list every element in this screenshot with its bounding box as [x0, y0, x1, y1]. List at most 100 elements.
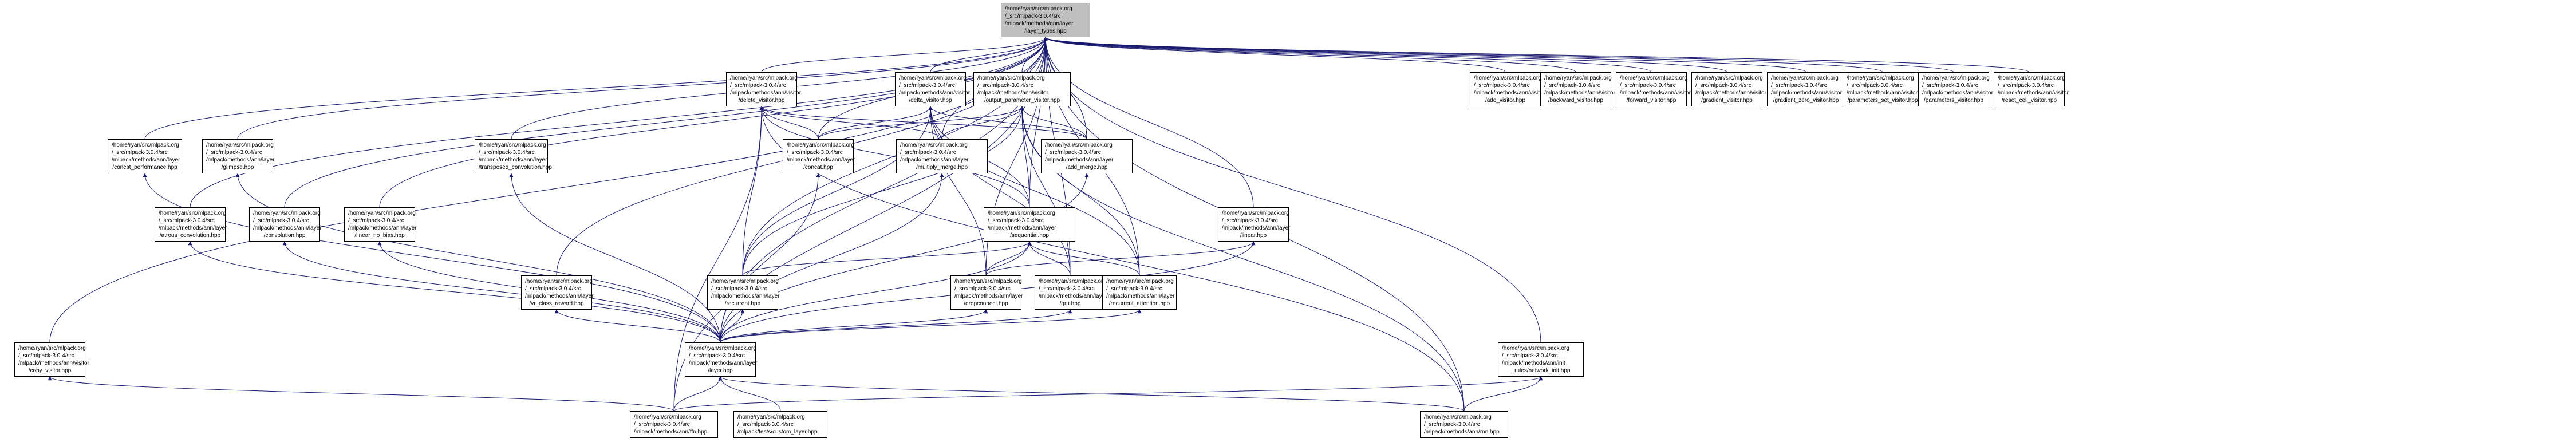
edge-dropconnect-to-delta-visitor — [928, 106, 987, 276]
graph-node-gradient-visitor[interactable]: /home/ryan/src/mlpack.org/_src/mlpack-3.… — [1691, 72, 1766, 106]
edge-concat-performance-to-root — [144, 37, 1048, 140]
edge-recurrent-to-output-parameter-visitor — [742, 106, 1024, 276]
graph-node-gradient-zero-visitor[interactable]: /home/ryan/src/mlpack.org/_src/mlpack-3.… — [1767, 72, 1845, 106]
edge-backward-visitor-to-root — [1043, 37, 1576, 73]
edge-layer-to-multiply-merge — [720, 173, 944, 343]
node-label-line: /home/ryan/src/mlpack.org — [525, 278, 593, 285]
graph-node-add-merge[interactable]: /home/ryan/src/mlpack.org/_src/mlpack-3.… — [1041, 139, 1133, 173]
edge-gradient-visitor-to-root — [1043, 37, 1727, 73]
graph-node-recurrent-attention[interactable]: /home/ryan/src/mlpack.org/_src/mlpack-3.… — [1102, 275, 1177, 310]
node-label-line: /_src/mlpack-3.0.4/src — [1502, 353, 1558, 359]
node-label-line: /copy_visitor.hpp — [28, 368, 72, 374]
node-label-line: /mlpack/methods/ann/visitor — [18, 360, 89, 366]
graph-node-delta-visitor[interactable]: /home/ryan/src/mlpack.org/_src/mlpack-3.… — [895, 72, 970, 106]
graph-node-transposed-convolution[interactable]: /home/ryan/src/mlpack.org/_src/mlpack-3.… — [475, 139, 552, 173]
graph-node-convolution[interactable]: /home/ryan/src/mlpack.org/_src/mlpack-3.… — [249, 207, 322, 242]
node-label-line: /mlpack/methods/ann/layer — [206, 157, 275, 163]
graph-node-output-parameter-visitor[interactable]: /home/ryan/src/mlpack.org/_src/mlpack-3.… — [973, 72, 1071, 106]
graph-node-reset-cell-visitor[interactable]: /home/ryan/src/mlpack.org/_src/mlpack-3.… — [1994, 72, 2069, 106]
graph-node-linear[interactable]: /home/ryan/src/mlpack.org/_src/mlpack-3.… — [1218, 207, 1291, 242]
node-label-line: /_src/mlpack-3.0.4/src — [159, 218, 215, 224]
graph-node-multiply-merge[interactable]: /home/ryan/src/mlpack.org/_src/mlpack-3.… — [896, 139, 988, 173]
node-label-line: /_src/mlpack-3.0.4/src — [899, 82, 955, 89]
edge-layer-to-recurrent — [720, 309, 745, 343]
graph-node-atrous-convolution[interactable]: /home/ryan/src/mlpack.org/_src/mlpack-3.… — [155, 207, 227, 242]
node-label-line: /_src/mlpack-3.0.4/src — [253, 218, 309, 224]
node-label-line: /layer.hpp — [708, 368, 733, 374]
node-label-line: /add_merge.hpp — [1066, 164, 1108, 171]
graph-node-copy-visitor[interactable]: /home/ryan/src/mlpack.org/_src/mlpack-3.… — [14, 342, 89, 377]
graph-node-rnn[interactable]: /home/ryan/src/mlpack.org/_src/mlpack-3.… — [1420, 411, 1508, 438]
node-label-line: /_src/mlpack-3.0.4/src — [206, 149, 262, 156]
node-label-line: /home/ryan/src/mlpack.org — [899, 75, 967, 81]
edge-rnn-to-network-init — [1463, 376, 1543, 412]
graph-node-delete-visitor[interactable]: /home/ryan/src/mlpack.org/_src/mlpack-3.… — [726, 72, 801, 106]
graph-node-sequential[interactable]: /home/ryan/src/mlpack.org/_src/mlpack-3.… — [984, 207, 1075, 242]
graph-node-glimpse[interactable]: /home/ryan/src/mlpack.org/_src/mlpack-3.… — [202, 139, 275, 173]
node-label-line: /sequential.hpp — [1010, 232, 1049, 239]
graph-node-recurrent[interactable]: /home/ryan/src/mlpack.org/_src/mlpack-3.… — [707, 275, 780, 310]
edge-sequential-to-root — [1029, 37, 1048, 208]
node-label-line: /_src/mlpack-3.0.4/src — [348, 218, 404, 224]
node-label-line: /_src/mlpack-3.0.4/src — [1695, 82, 1751, 89]
graph-node-parameters-visitor[interactable]: /home/ryan/src/mlpack.org/_src/mlpack-3.… — [1918, 72, 1993, 106]
graph-node-network-init[interactable]: /home/ryan/src/mlpack.org/_src/mlpack-3.… — [1498, 342, 1584, 377]
node-label-line: /home/ryan/src/mlpack.org — [954, 278, 1022, 285]
edge-add-merge-to-delete-visitor — [759, 106, 1087, 140]
edge-add-visitor-to-root — [1043, 37, 1506, 73]
graph-node-layer[interactable]: /home/ryan/src/mlpack.org/_src/mlpack-3.… — [685, 342, 758, 377]
node-label-line: /home/ryan/src/mlpack.org — [1544, 75, 1612, 81]
node-label-line: /mlpack/methods/ann/visitor — [1620, 90, 1691, 96]
node-label-line: /_src/mlpack-3.0.4/src — [1998, 82, 2054, 89]
graph-node-concat-performance[interactable]: /home/ryan/src/mlpack.org/_src/mlpack-3.… — [108, 139, 182, 173]
node-label-line: /recurrent_attention.hpp — [1108, 301, 1170, 307]
node-label-line: /layer_types.hpp — [1024, 28, 1067, 34]
graph-node-ffn[interactable]: /home/ryan/src/mlpack.org/_src/mlpack-3.… — [630, 411, 718, 438]
node-label-line: /_src/mlpack-3.0.4/src — [689, 353, 745, 359]
node-label-line: /transposed_convolution.hpp — [479, 164, 552, 171]
graph-node-custom-layer[interactable]: /home/ryan/src/mlpack.org/_src/mlpack-3.… — [733, 411, 827, 438]
node-label-line: /_src/mlpack-3.0.4/src — [711, 286, 767, 292]
edge-layer-to-concat-performance — [143, 173, 721, 343]
node-label-line: /home/ryan/src/mlpack.org — [112, 142, 179, 148]
node-label-line: /mlpack/methods/ann/layer — [159, 225, 227, 231]
edge-network-init-to-root — [1043, 37, 1541, 343]
node-label-line: /concat_performance.hpp — [112, 164, 177, 171]
node-label-line: /_src/mlpack-3.0.4/src — [1771, 82, 1827, 89]
graph-node-gru[interactable]: /home/ryan/src/mlpack.org/_src/mlpack-3.… — [1035, 275, 1107, 310]
node-label-line: /home/ryan/src/mlpack.org — [348, 210, 416, 216]
node-label-line: /vr_class_reward.hpp — [529, 301, 584, 307]
graph-node-root[interactable]: /home/ryan/src/mlpack.org/_src/mlpack-3.… — [1001, 3, 1090, 37]
node-label-line: /mlpack/methods/ann/layer — [900, 157, 969, 163]
edge-delete-visitor-to-root — [761, 37, 1048, 73]
graph-node-linear-no-bias[interactable]: /home/ryan/src/mlpack.org /_src/mlpack-3.… — [344, 207, 417, 242]
node-label-line: /_src/mlpack-3.0.4/src — [18, 353, 74, 359]
node-label-line: /mlpack/methods/ann/layer — [1039, 293, 1107, 299]
edge-parameters-set-visitor-to-root — [1043, 37, 1883, 73]
graph-node-backward-visitor[interactable]: /home/ryan/src/mlpack.org/_src/mlpack-3.… — [1540, 72, 1615, 106]
graph-node-vr-class-reward[interactable]: /home/ryan/src/mlpack.org/_src/mlpack-3.… — [521, 275, 594, 310]
edge-add-merge-to-output-parameter-visitor — [1020, 106, 1087, 140]
edge-recurrent-attention-to-sequential — [1027, 241, 1140, 276]
edge-layer-to-sequential — [720, 241, 1032, 343]
graph-node-forward-visitor[interactable]: /home/ryan/src/mlpack.org/_src/mlpack-3.… — [1616, 72, 1691, 106]
node-label-line: /_src/mlpack-3.0.4/src — [1847, 82, 1903, 89]
graph-node-dropconnect[interactable]: /home/ryan/src/mlpack.org/_src/mlpack-3.… — [950, 275, 1023, 310]
node-label-line: /home/ryan/src/mlpack.org — [787, 142, 854, 148]
edge-layer-to-concat — [720, 173, 820, 343]
node-label-line: /mlpack/methods/ann/init — [1502, 360, 1565, 366]
edge-delta-visitor-to-root — [930, 37, 1048, 73]
node-label-line: /glimpse.hpp — [221, 164, 254, 171]
edge-add-merge-to-delta-visitor — [928, 106, 1087, 140]
graph-node-add-visitor[interactable]: /home/ryan/src/mlpack.org/_src/mlpack-3.… — [1470, 72, 1545, 106]
node-label-line: /_src/mlpack-3.0.4/src — [737, 421, 794, 428]
node-label-line: /_src/mlpack-3.0.4/src — [787, 149, 843, 156]
graph-node-concat[interactable]: /home/ryan/src/mlpack.org/_src/mlpack-3.… — [783, 139, 855, 173]
node-label-line: /parameters_visitor.hpp — [1924, 97, 1983, 104]
node-label-line: /mlpack/methods/ann/layer — [1005, 21, 1074, 27]
node-label-line: /mlpack/methods/ann/visitor — [1998, 90, 2069, 96]
node-label-line: /mlpack/methods/ann/layer — [1045, 157, 1114, 163]
node-label-line: /_src/mlpack-3.0.4/src — [977, 82, 1033, 89]
graph-node-parameters-set-visitor[interactable]: /home/ryan/src/mlpack.org/_src/mlpack-3.… — [1843, 72, 1923, 106]
node-label-line: /_src/mlpack-3.0.4/src — [525, 286, 581, 292]
